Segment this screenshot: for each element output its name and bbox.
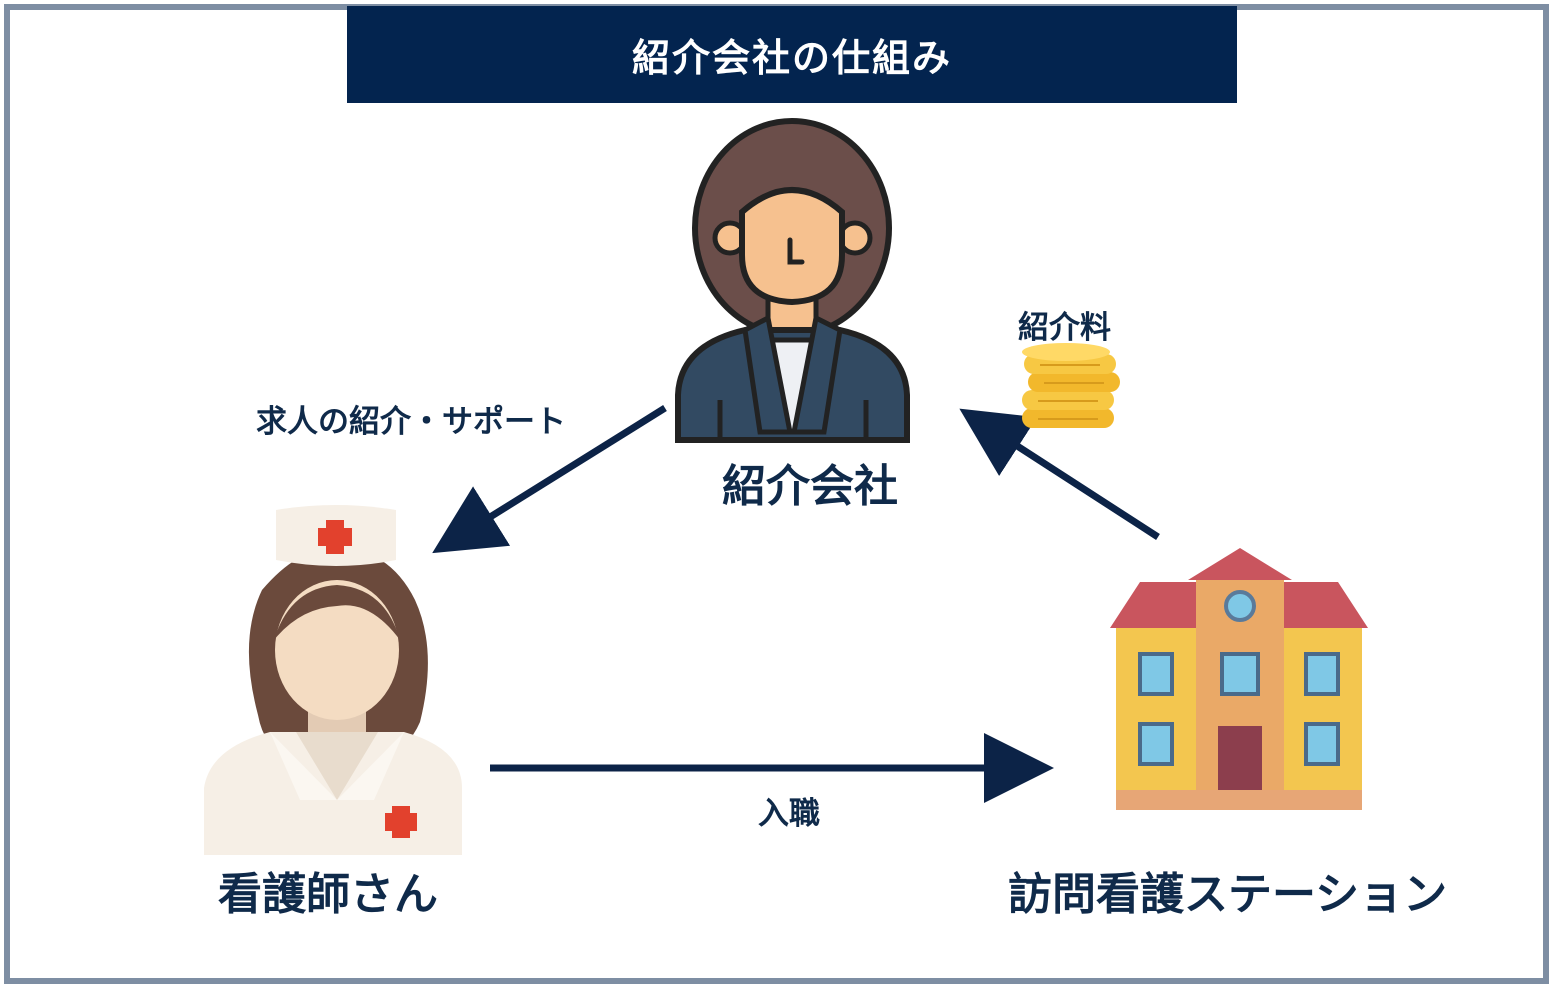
edge-hire-label: 入職 [758, 796, 820, 832]
node-station-label: 訪問看護ステーション [1008, 869, 1448, 920]
nurse-icon [204, 505, 462, 855]
businesswoman-icon [675, 118, 910, 443]
edge-fee-label: 紹介料 [1018, 310, 1111, 346]
arrow-fee [959, 408, 1160, 540]
building-icon [1110, 548, 1368, 810]
arrow-support [432, 405, 667, 554]
edge-support-label: 求人の紹介・サポート [256, 404, 566, 440]
coins-icon [1022, 343, 1120, 428]
node-agency-label: 紹介会社 [722, 461, 898, 512]
node-nurse-label: 看護師さん [218, 869, 438, 920]
diagram-title: 紹介会社の仕組み [347, 6, 1237, 103]
